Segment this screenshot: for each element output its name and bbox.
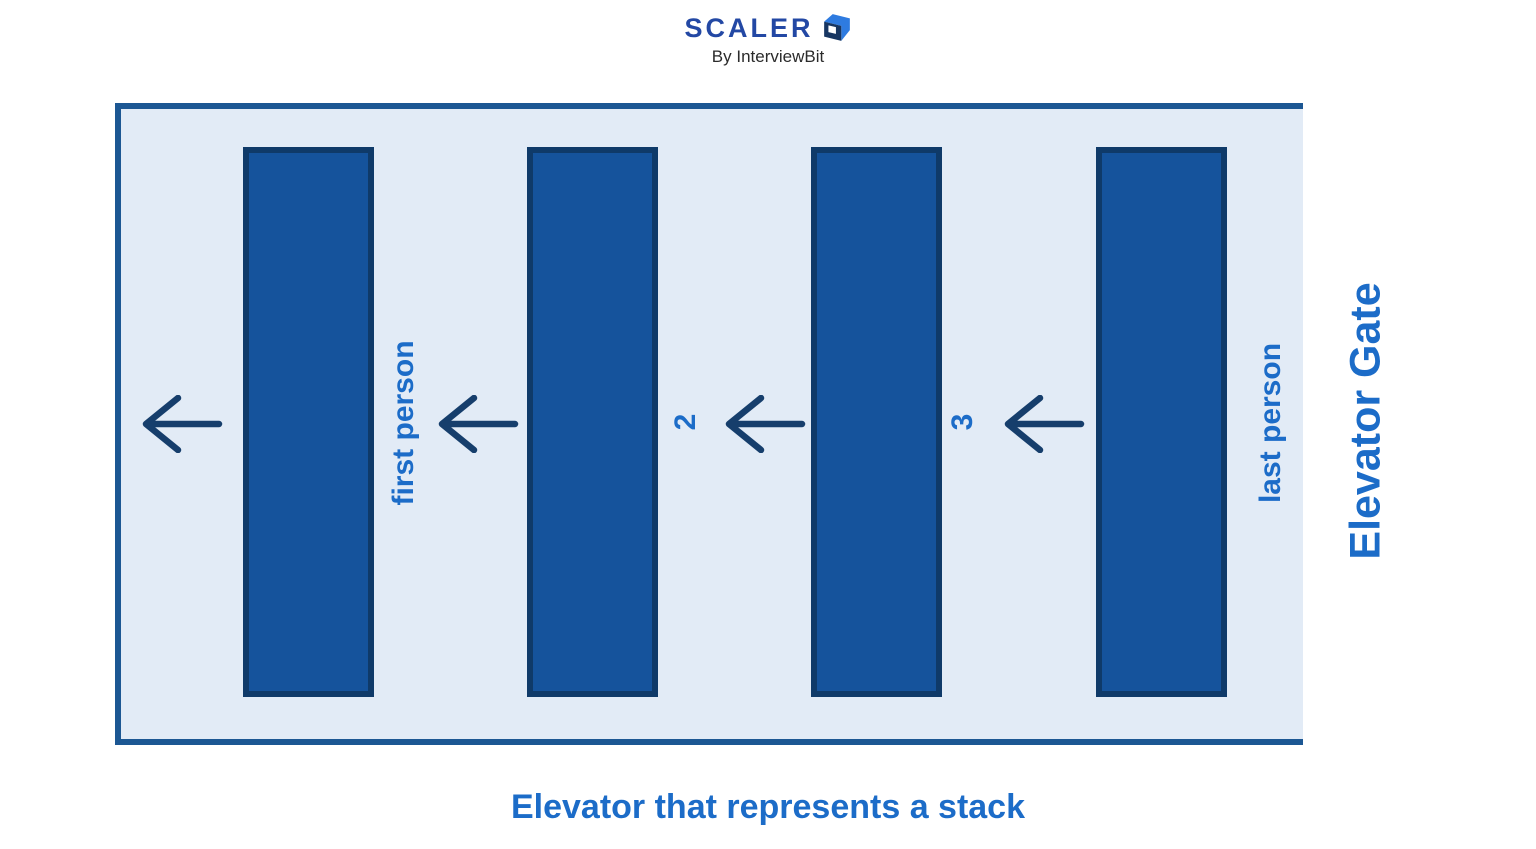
person-bar-4: [1096, 147, 1227, 697]
scaler-logo: SCALER By InterviewBit: [0, 12, 1536, 67]
label-first-person: first person: [387, 340, 420, 506]
logo-row: SCALER: [0, 12, 1536, 44]
elevator-gate-label: Elevator Gate: [1341, 282, 1390, 560]
left-arrow-icon: [1004, 395, 1085, 453]
label-2: 2: [669, 413, 702, 431]
person-bar-3: [811, 147, 942, 697]
logo-byline: By InterviewBit: [711, 47, 825, 66]
label-last-person: last person: [1254, 342, 1287, 504]
label-3: 3: [946, 413, 979, 431]
person-bar-1: [243, 147, 374, 697]
person-bar-2: [527, 147, 658, 697]
left-arrow-icon: [438, 395, 519, 453]
diagram-caption: Elevator that represents a stack: [510, 788, 1026, 826]
left-arrow-icon: [725, 395, 806, 453]
scaler-wordmark: SCALER: [684, 12, 814, 43]
left-arrow-icon: [142, 395, 223, 453]
scaler-cube-icon: [823, 14, 850, 41]
